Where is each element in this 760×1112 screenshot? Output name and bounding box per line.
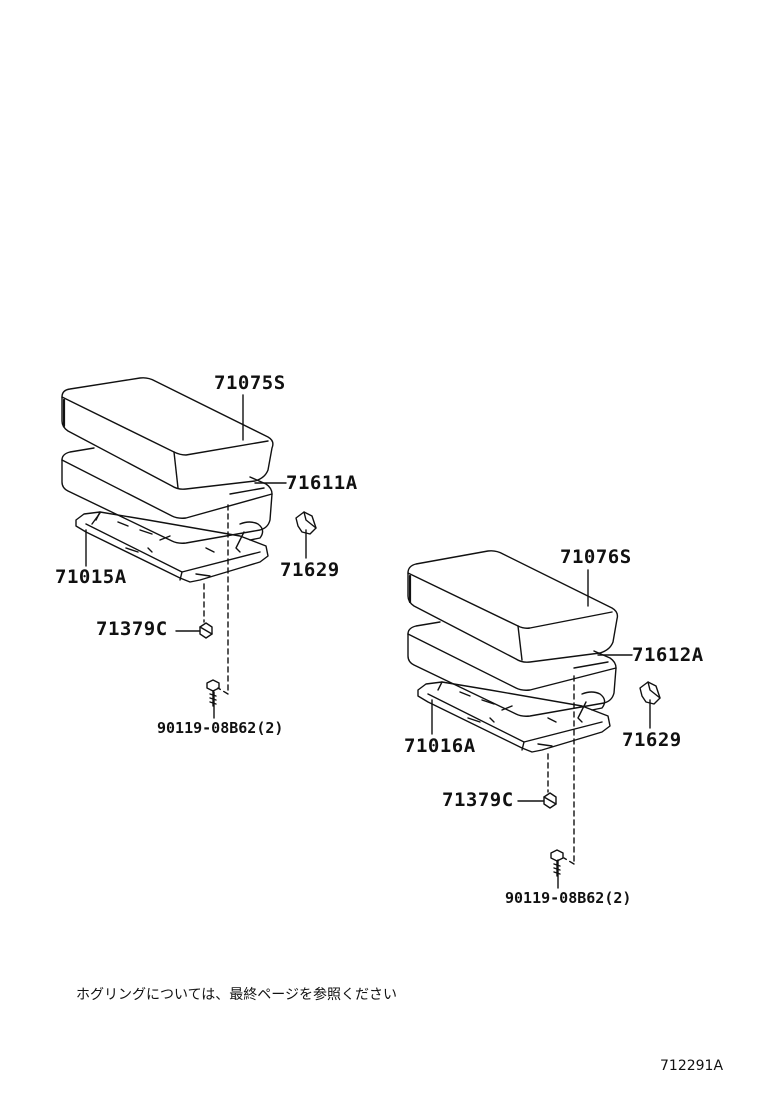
label-right-frame: 71016A	[404, 735, 476, 757]
dash-line	[564, 858, 574, 864]
label-left-pad: 71611A	[286, 472, 358, 494]
label-left-bolt: 90119-08B62(2)	[157, 719, 284, 737]
right-nut-icon	[544, 793, 556, 808]
right-cushion	[408, 551, 617, 662]
dash-line	[218, 688, 228, 694]
label-left-clip: 71629	[280, 559, 340, 581]
hog-ring-note: ホグリングについては、最終ページを参照ください	[76, 987, 398, 1003]
left-cushion	[62, 378, 273, 489]
left-nut-icon	[200, 623, 212, 638]
right-frame	[418, 682, 610, 752]
left-bolt-icon	[207, 680, 219, 706]
label-right-bolt: 90119-08B62(2)	[505, 889, 632, 907]
right-clip-icon	[640, 682, 660, 704]
left-frame	[76, 512, 268, 582]
right-pad	[408, 622, 616, 716]
label-right-nut: 71379C	[442, 789, 514, 811]
left-assembly	[62, 378, 316, 718]
right-bolt-icon	[551, 850, 563, 876]
left-pad	[62, 448, 272, 543]
label-right-cushion: 71076S	[560, 546, 632, 568]
label-left-nut: 71379C	[96, 618, 168, 640]
label-left-frame: 71015A	[55, 566, 127, 588]
left-clip-icon	[296, 512, 316, 534]
label-right-clip: 71629	[622, 729, 682, 751]
label-left-cushion: 71075S	[214, 372, 286, 394]
label-right-pad: 71612A	[632, 644, 704, 666]
right-assembly	[408, 551, 660, 888]
diagram-code: 712291A	[660, 1058, 724, 1074]
